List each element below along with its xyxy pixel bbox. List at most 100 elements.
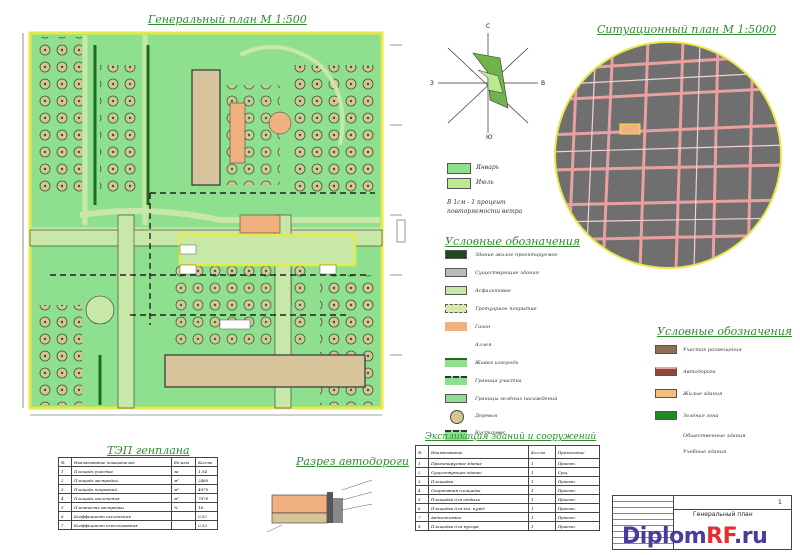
general-plan-drawing (22, 31, 406, 416)
table-header: Кол-во (195, 457, 218, 467)
table-cell: 1 (528, 512, 556, 522)
tep-table: № Наименование показателей Ед.изм. Кол-в… (58, 457, 218, 530)
table-cell: 5 (58, 502, 72, 512)
wind-jul-label: Июль (476, 179, 494, 186)
table-cell: 5 (415, 494, 429, 504)
building-projected (164, 354, 366, 388)
legend-item: Газон (475, 324, 491, 330)
general-plan-title: Генеральный план М 1:500 (148, 13, 307, 26)
tep-title: ТЭП генплана (107, 444, 190, 457)
table-cell: 7 (58, 520, 72, 530)
table-cell: 4 (58, 493, 72, 503)
legend2-item: Участок размещения (683, 347, 742, 353)
table-cell: 1 (528, 494, 556, 504)
table-cell: 16 (195, 502, 218, 512)
table-header: Наименование (428, 445, 529, 459)
table-cell: 1 (528, 485, 556, 495)
watermark-b: RF (706, 524, 734, 549)
wind-north-label: С (486, 23, 491, 30)
legend-item: Живая изгородь (475, 360, 519, 366)
buildings-table-title: Экспликация зданий и сооружений (425, 432, 597, 442)
watermark-a: Diplom (622, 524, 707, 549)
legend2-title: Условные обозначения (657, 325, 793, 338)
table-cell: % (170, 502, 197, 512)
table-header: Ед.изм. (170, 457, 197, 467)
building-central (178, 233, 357, 267)
table-cell: Проект. (554, 494, 601, 504)
table-cell: 2 (58, 475, 72, 485)
table-cell: м² (170, 475, 197, 485)
table-cell (170, 511, 197, 521)
table-cell: 7 (415, 512, 429, 522)
table-cell: 4 (415, 485, 429, 495)
table-cell: 1 (58, 466, 72, 476)
table-cell: Проектируемое здание (428, 458, 529, 468)
legend-item: Аллея (475, 342, 492, 348)
table-cell: 7970 (195, 493, 218, 503)
wind-note: В 1см - 1 процент повторяемости ветра (447, 199, 523, 215)
table-cell (170, 520, 197, 530)
table-cell: Проект. (554, 485, 601, 495)
situation-plan-title: Ситуационный план М 1:5000 (597, 23, 777, 36)
table-cell: Существующее здание (428, 467, 529, 477)
table-cell: 2 (415, 467, 429, 477)
table-cell: 3 (415, 476, 429, 486)
table-cell: Площадка для мусора (428, 521, 529, 531)
legend2-item: Жилые здания (683, 391, 723, 397)
legend: Здание жилое проектируемое Существующие … (445, 250, 585, 424)
legend-item: Границы зелёных насаждений (475, 396, 558, 402)
table-cell: Площадка для хоз. нужд (428, 503, 529, 513)
legend-title: Условные обозначения (445, 235, 581, 248)
wind-east-label: В (541, 80, 546, 87)
table-cell: 2460 (195, 475, 218, 485)
site-marker (619, 123, 641, 135)
situation-plan-map (554, 41, 782, 269)
table-cell: 1 (528, 503, 556, 513)
table-cell: Площадь участка (71, 466, 172, 476)
table-cell: Площадь покрытий (71, 484, 172, 494)
table-cell: Сущ. (554, 467, 601, 477)
table-cell: Проект. (554, 503, 601, 513)
wind-jan-label: Январь (476, 164, 499, 171)
table-cell: 1 (528, 458, 556, 468)
table-cell: Коэффициент озеленения (71, 511, 172, 521)
table-cell: 1,54 (195, 466, 218, 476)
table-cell: 1 (528, 476, 556, 486)
stamp-sheet: 1 (778, 499, 782, 506)
wind-south-label: Ю (486, 134, 493, 141)
table-cell: Площадка для отдыха (428, 494, 529, 504)
legend2-item: Учебные здания (683, 449, 727, 455)
table-cell: Проект. (554, 512, 601, 522)
table-cell: Площадь озеленения (71, 493, 172, 503)
road-section-title: Разрез автодороги (296, 455, 409, 468)
wind-jan-swatch (447, 163, 471, 174)
table-header: № (58, 457, 72, 467)
table-cell: 1 (528, 467, 556, 477)
legend-kust-swatch (445, 430, 467, 440)
table-cell: 3 (58, 484, 72, 494)
table-header: Примечание (554, 445, 601, 459)
stamp-project: Генеральный план (693, 511, 753, 518)
wind-jul-swatch (447, 178, 471, 189)
legend2: Участок размещения Автодороги Жилые здан… (655, 345, 785, 465)
legend-item: Здание жилое проектируемое (475, 252, 558, 258)
watermark: DiplomRF.ru (622, 524, 768, 549)
legend-item: Деревья (475, 413, 498, 419)
table-header-row: № Наименование Кол-во Примечание (415, 445, 601, 459)
table-cell: Проект. (554, 476, 601, 486)
table-header-row: № Наименование показателей Ед.изм. Кол-в… (58, 457, 218, 467)
table-cell: 4970 (195, 484, 218, 494)
table-cell: Проект. (554, 458, 601, 468)
